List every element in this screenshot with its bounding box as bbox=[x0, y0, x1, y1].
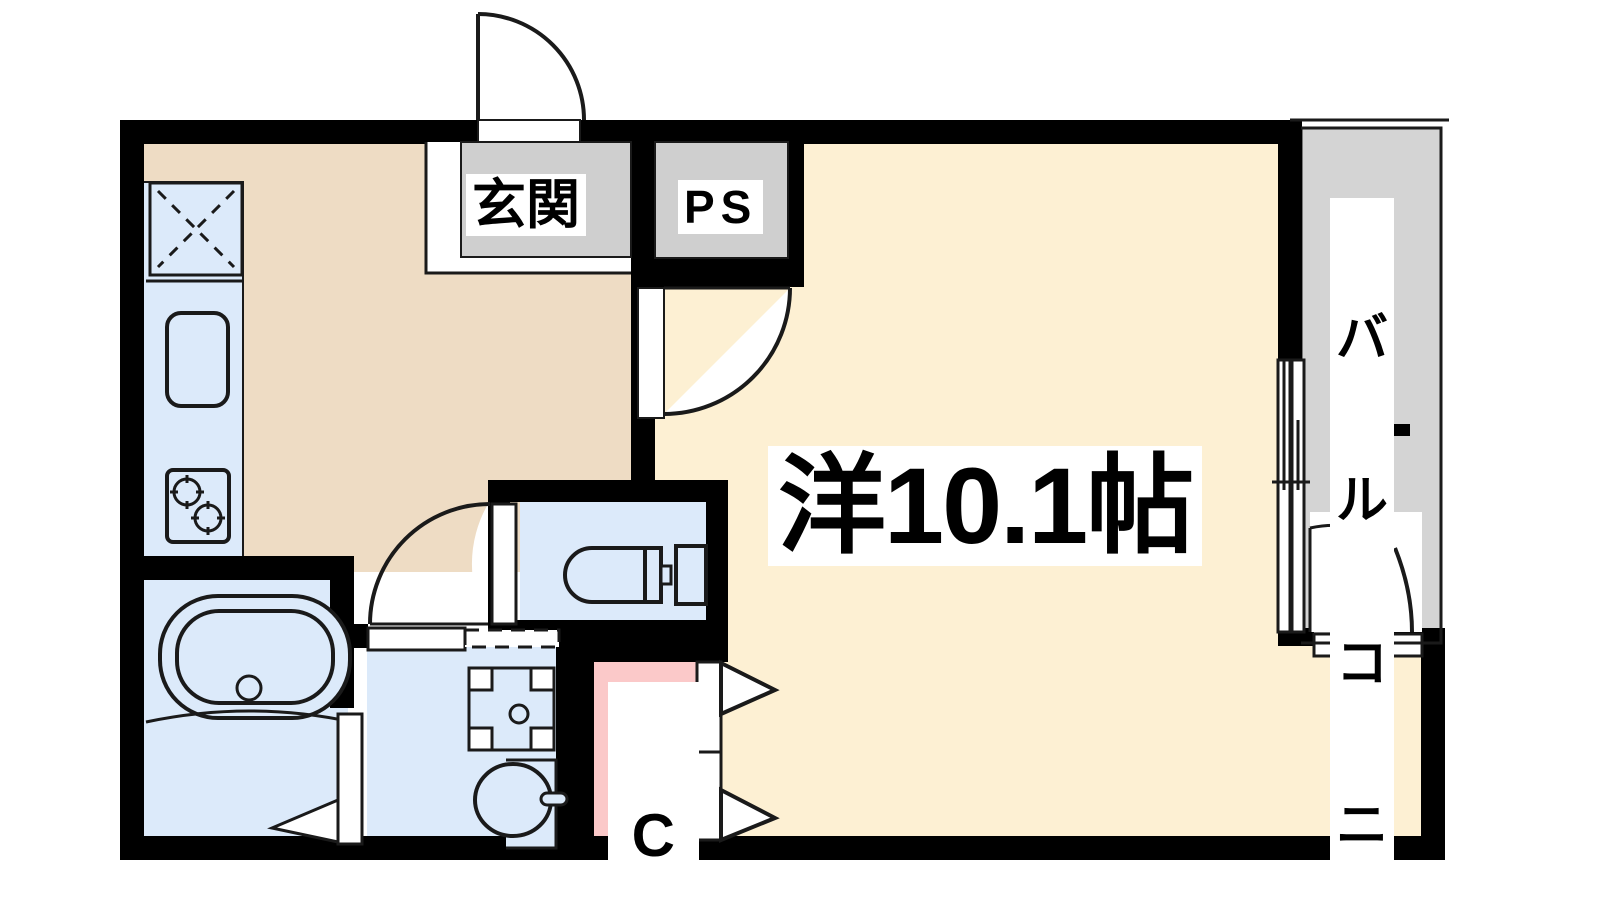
wall-bottom bbox=[120, 836, 1445, 860]
wall-bath-top bbox=[144, 556, 349, 580]
washroom-sliding-door[interactable] bbox=[366, 626, 561, 652]
label-balcony: バ ル コ ニ ー bbox=[1330, 198, 1394, 900]
wall-top-left bbox=[120, 120, 478, 144]
label-closet: C L bbox=[608, 682, 699, 900]
kitchen-fixtures bbox=[146, 181, 244, 544]
wall-ps-bottom bbox=[655, 258, 804, 287]
entrance-door[interactable] bbox=[476, 12, 586, 145]
label-balcony-char-2: ル bbox=[1335, 472, 1388, 531]
kitchen-sink bbox=[165, 311, 230, 408]
toilet-door[interactable] bbox=[368, 502, 518, 626]
hall-door[interactable] bbox=[637, 286, 792, 419]
wall-balcony-divider bbox=[1278, 128, 1302, 360]
label-balcony-char-3: コ bbox=[1335, 634, 1388, 693]
wall-right-lower bbox=[1421, 628, 1445, 860]
label-balcony-char-4: ニ bbox=[1335, 796, 1388, 855]
label-closet-line1: C bbox=[631, 802, 676, 869]
wall-washroom-right bbox=[556, 640, 578, 840]
label-balcony-char-1: バ bbox=[1335, 310, 1388, 369]
wall-closet-left bbox=[578, 640, 594, 840]
label-entrance: 玄関 bbox=[466, 174, 586, 236]
wall-top-mid bbox=[580, 120, 1294, 144]
wall-genkan-ps bbox=[631, 142, 655, 287]
wall-closet-top bbox=[578, 640, 728, 662]
wall-toilet-right bbox=[706, 480, 728, 630]
wall-toilet-top bbox=[488, 480, 728, 502]
label-main-room: 洋10.1帖 bbox=[768, 446, 1203, 566]
wall-washroom-left bbox=[348, 624, 368, 648]
wall-ps-right bbox=[788, 142, 804, 274]
bathtub bbox=[145, 594, 353, 724]
gas-stove bbox=[165, 468, 231, 544]
washing-machine-pan bbox=[467, 666, 556, 752]
wash-basin bbox=[473, 758, 569, 850]
bath-folding-door[interactable] bbox=[267, 712, 364, 846]
label-pipe-space: PS bbox=[678, 180, 764, 234]
balcony-sliding-door[interactable] bbox=[1272, 358, 1310, 634]
wall-left bbox=[120, 120, 144, 860]
wall-closet-right-stub bbox=[697, 640, 728, 662]
closet-doors[interactable] bbox=[695, 659, 780, 843]
toilet-bowl bbox=[563, 544, 708, 606]
